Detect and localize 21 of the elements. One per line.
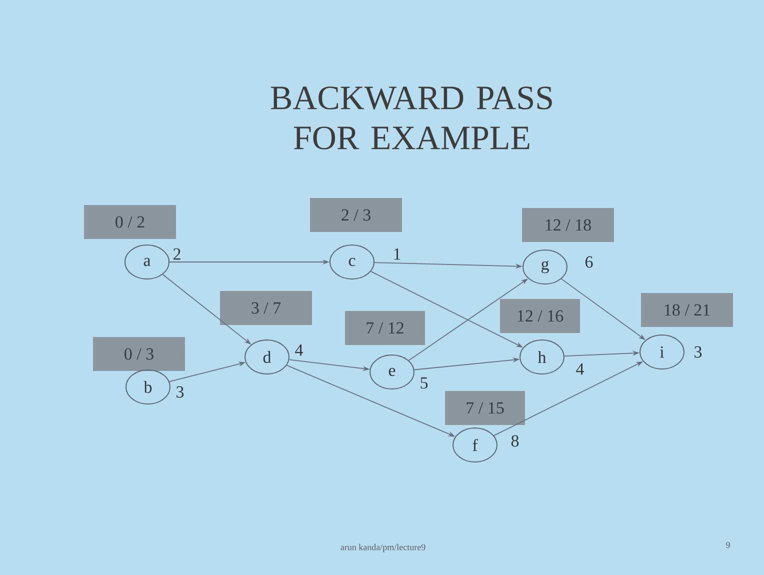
duration: 3	[694, 346, 702, 358]
duration: 4	[576, 363, 584, 375]
duration: 4	[295, 344, 303, 356]
title: BACKWARD PASS FOR EXAMPLE	[270, 86, 552, 150]
duration: 2	[174, 248, 180, 260]
time-box: 2 / 3	[310, 198, 402, 232]
duration: 5	[420, 377, 428, 389]
time-box: 3 / 7	[220, 290, 312, 325]
time-box: 7 / 15	[445, 390, 525, 425]
footer-text: arun kanda/pm/lecture9	[340, 544, 426, 552]
time-box: 0 / 3	[93, 336, 185, 371]
time-box: 0 / 2	[84, 204, 176, 239]
footer-text: 9	[726, 542, 730, 548]
duration: 1	[394, 248, 400, 260]
duration: 6	[586, 256, 593, 268]
duration: 8	[511, 435, 519, 447]
time-box: 18 / 21	[641, 292, 733, 327]
duration: 3	[176, 386, 184, 398]
time-box: 12 / 16	[500, 299, 580, 333]
time-box: 12 / 18	[522, 208, 614, 242]
time-box: 7 / 12	[345, 310, 425, 345]
